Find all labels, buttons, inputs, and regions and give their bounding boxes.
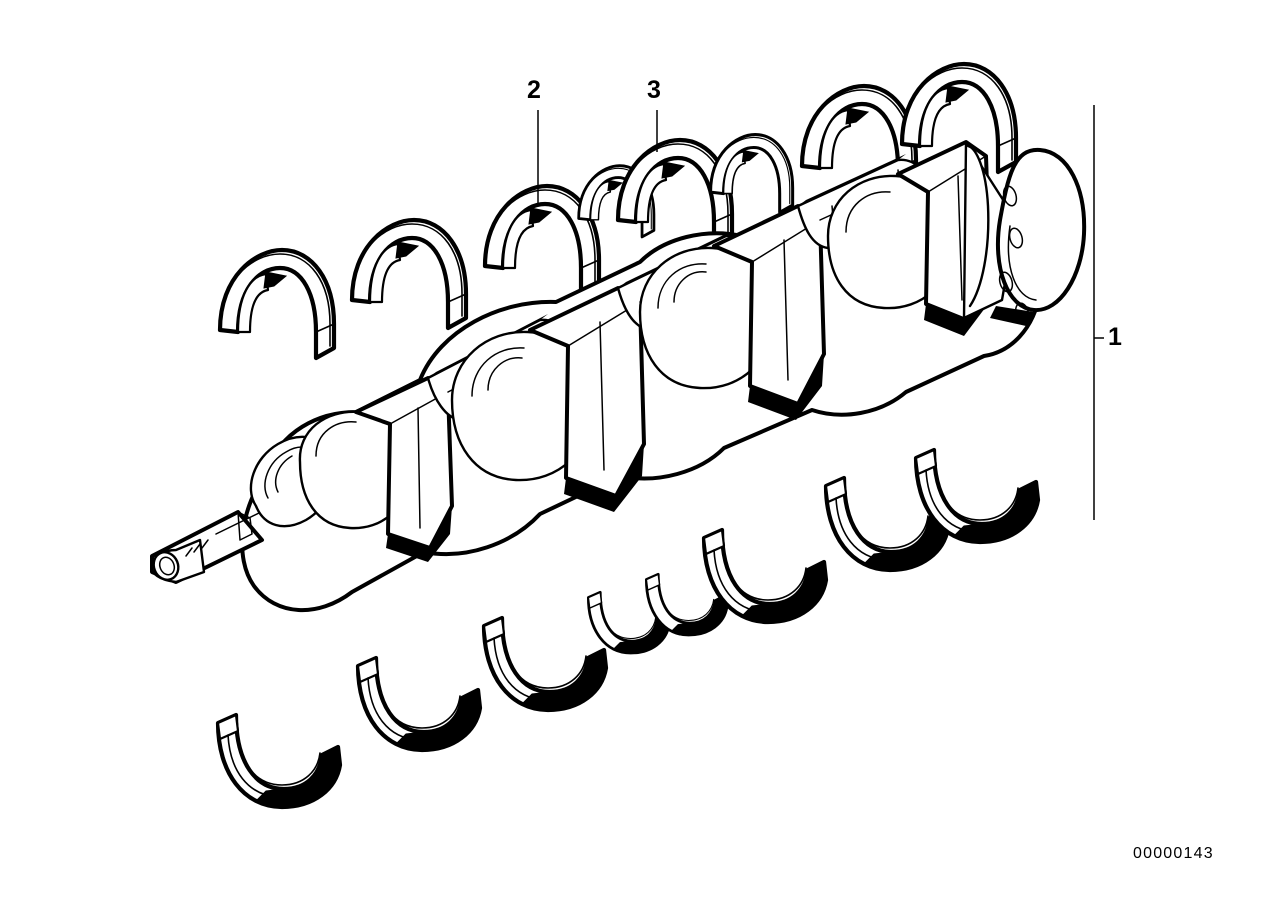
bearing-shell-lower[interactable]: [215, 712, 343, 810]
bearing-shell-upper[interactable]: [899, 61, 1019, 175]
bearing-shell-upper-callout2[interactable]: [482, 183, 602, 297]
flange-bolt-hole: [1008, 227, 1024, 249]
bearing-shell-lower[interactable]: [481, 615, 609, 713]
flange-bolt-hole: [1002, 185, 1018, 207]
callout-number-3: 3: [647, 76, 661, 104]
bearing-shell-lower[interactable]: [913, 447, 1041, 545]
upper-bearing-shell-group: [217, 61, 1019, 361]
callout-number-1: 1: [1108, 323, 1122, 351]
bearing-shell-upper[interactable]: [217, 247, 337, 361]
callout-leaders: [537, 105, 1104, 520]
flange-bolt-hole: [998, 271, 1014, 293]
bearing-shell-lower-thrust[interactable]: [586, 590, 671, 655]
diagram-id-code: 00000143: [1133, 845, 1214, 862]
callout-number-2: 2: [527, 76, 541, 104]
bearing-shell-lower[interactable]: [701, 527, 829, 625]
bearing-shell-lower[interactable]: [355, 655, 483, 753]
bearing-shell-upper[interactable]: [709, 133, 795, 214]
lower-bearing-shell-group: [215, 447, 1041, 810]
bearing-shell-upper[interactable]: [349, 217, 469, 331]
bearing-shell-lower-thrust[interactable]: [644, 572, 729, 637]
crankshaft[interactable]: [150, 140, 1087, 612]
